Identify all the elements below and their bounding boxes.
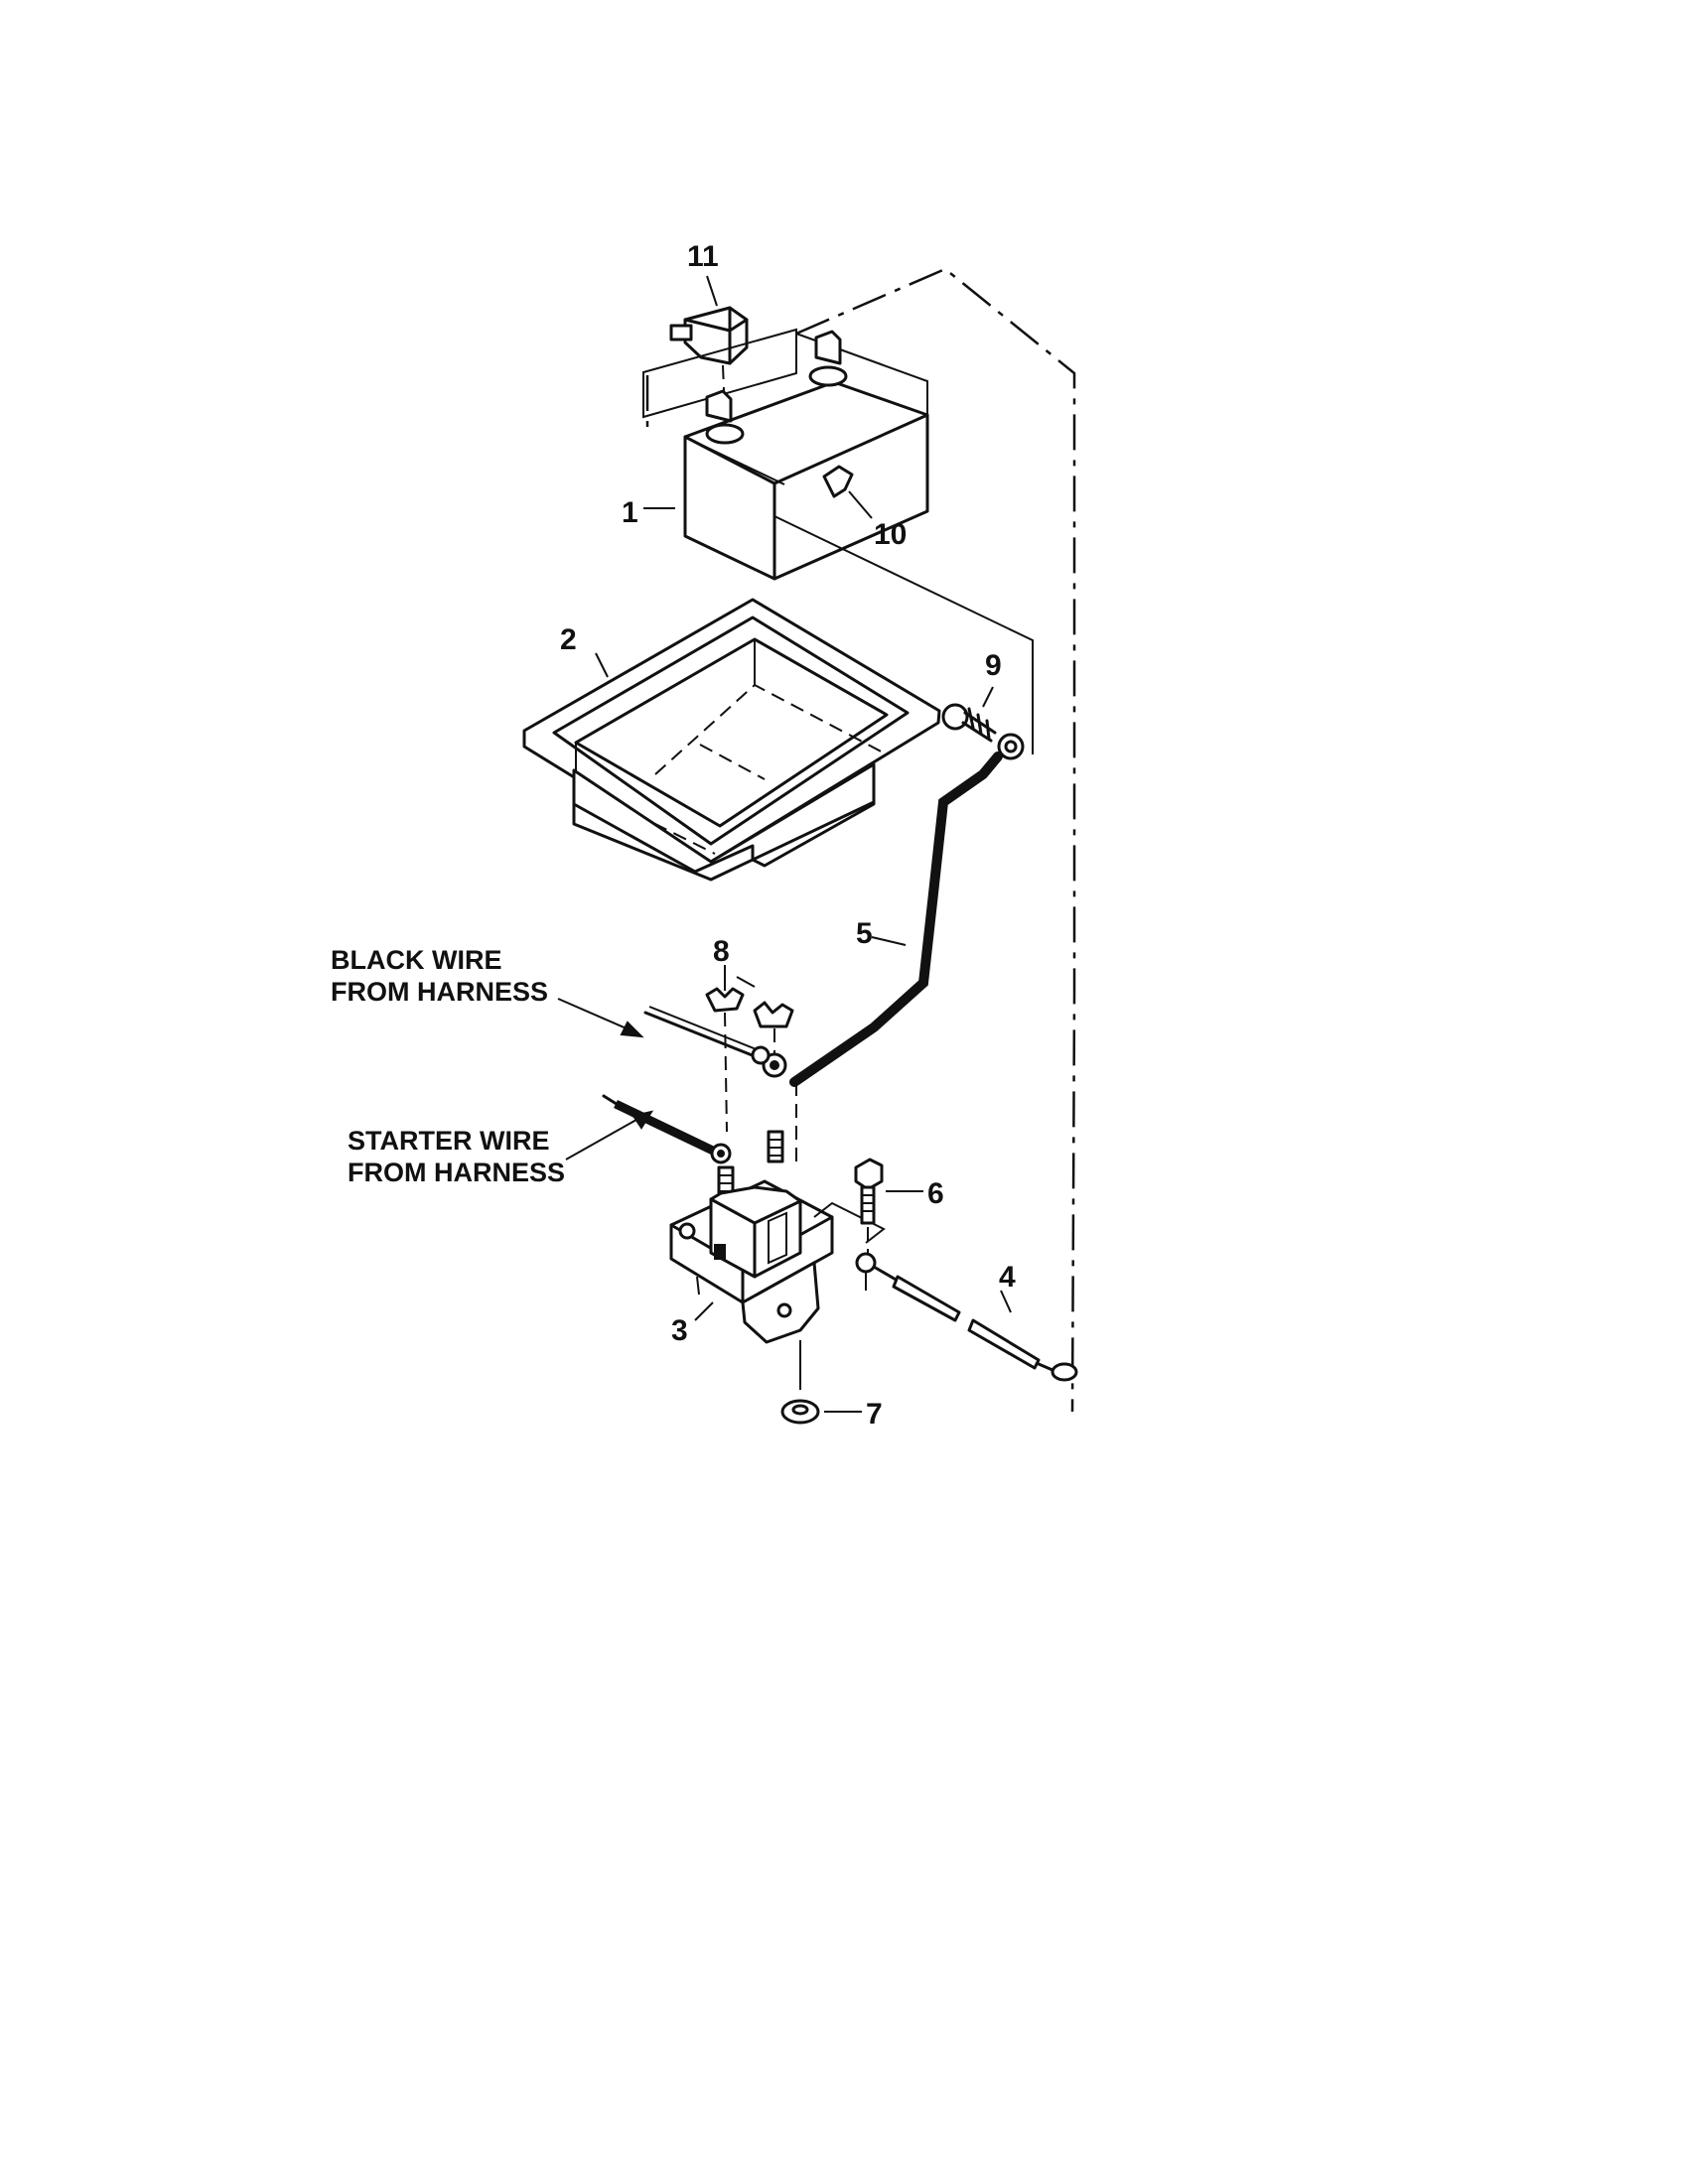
part-number-10: 10 bbox=[874, 518, 907, 551]
black-wire-label-line2: FROM HARNESS bbox=[331, 977, 548, 1007]
starter-solenoid-part bbox=[669, 1130, 886, 1344]
leader-lines bbox=[595, 507, 907, 946]
part-number-9: 9 bbox=[985, 649, 1002, 682]
part-number-5: 5 bbox=[856, 917, 873, 950]
terminal-cap-part bbox=[669, 275, 749, 416]
assembly-centerline bbox=[645, 267, 1076, 1413]
battery-cable-part bbox=[789, 733, 1025, 1161]
black-wire-label-line1: BLACK WIRE bbox=[331, 945, 501, 975]
part-number-1: 1 bbox=[622, 496, 638, 529]
battery-tray-part bbox=[522, 598, 941, 882]
part-number-2: 2 bbox=[560, 623, 577, 656]
part-number-8: 8 bbox=[713, 935, 730, 968]
part-number-4: 4 bbox=[999, 1261, 1016, 1294]
wing-nuts-part bbox=[705, 965, 794, 1133]
starter-wire-harness bbox=[602, 1094, 732, 1164]
part-number-6: 6 bbox=[927, 1177, 944, 1210]
callout-arrows bbox=[557, 998, 654, 1160]
starter-wire-label-line1: STARTER WIRE bbox=[348, 1126, 550, 1156]
part-number-7: 7 bbox=[866, 1398, 883, 1431]
black-wire-harness bbox=[643, 1006, 771, 1065]
ground-wire-part bbox=[855, 1252, 1078, 1382]
starter-wire-label-line2: FROM HARNESS bbox=[348, 1158, 565, 1187]
part-number-3: 3 bbox=[671, 1314, 688, 1347]
hex-nut-part bbox=[780, 1340, 862, 1425]
mounting-bolt-part bbox=[854, 1158, 923, 1259]
part-number-11: 11 bbox=[687, 240, 719, 273]
cable-bolt-part bbox=[941, 686, 997, 743]
battery-part bbox=[642, 328, 1034, 754]
